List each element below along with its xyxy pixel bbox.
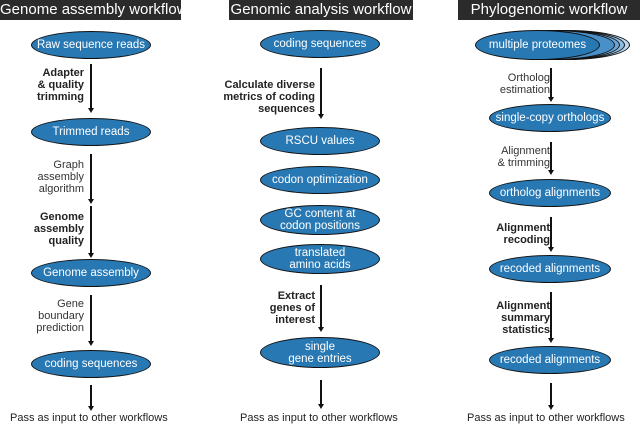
arrow — [548, 383, 553, 410]
footer-pass-input: Pass as input to other workflows — [10, 412, 168, 424]
footer-pass-input: Pass as input to other workflows — [240, 412, 398, 424]
node-trimmed-reads: Trimmed reads — [31, 118, 151, 146]
arrow — [88, 154, 93, 204]
node-coding-sequences: coding sequences — [31, 350, 151, 378]
footer-pass-input: Pass as input to other workflows — [467, 412, 625, 424]
node-multiple-proteomes: multiple proteomes — [475, 30, 600, 60]
arrow — [318, 68, 323, 119]
node-gc-content: GC content at codon positions — [260, 205, 380, 235]
arrow — [318, 285, 323, 332]
header-phylogenomic: Phylogenomic workflow — [458, 0, 640, 20]
header-genomic-analysis: Genomic analysis workflow — [229, 0, 413, 20]
arrow — [548, 217, 553, 252]
arrow — [548, 292, 553, 343]
arrow — [548, 68, 553, 102]
node-translated-aa: translated amino acids — [260, 244, 380, 274]
header-genome-assembly: Genome assembly workflow — [0, 0, 188, 20]
step-summary-statistics: Alignment summary statistics — [496, 300, 550, 336]
arrow — [88, 64, 93, 113]
step-gene-boundary: Gene boundary prediction — [36, 298, 84, 334]
node-coding-sequences: coding sequences — [260, 30, 380, 58]
step-calculate-metrics: Calculate diverse metrics of coding sequ… — [223, 79, 315, 115]
node-single-gene-entries: single gene entries — [260, 337, 380, 368]
node-genome-assembly: Genome assembly — [31, 259, 151, 287]
step-adapter-trimming: Adapter & quality trimming — [36, 67, 84, 103]
arrow — [88, 385, 93, 411]
step-assembly-quality: Genome assembly quality — [33, 211, 84, 247]
arrow — [318, 380, 323, 409]
node-recoded-alignments-final: recoded alignments — [489, 346, 611, 374]
step-alignment-trimming: Alignment & trimming — [497, 145, 550, 169]
step-ortholog-estimation: Ortholog estimation — [499, 72, 550, 96]
step-graph-assembly: Graph assembly algorithm — [37, 159, 84, 195]
node-codon-optimization: codon optimization — [260, 166, 380, 194]
node-single-copy-orthologs: single-copy orthologs — [489, 104, 611, 132]
arrow — [88, 295, 93, 346]
step-alignment-recoding: Alignment recoding — [496, 222, 550, 246]
arrow — [548, 142, 553, 175]
node-recoded-alignments: recoded alignments — [489, 255, 611, 283]
node-raw-reads: Raw sequence reads — [31, 31, 151, 59]
node-rscu-values: RSCU values — [260, 127, 380, 155]
node-ortholog-alignments: ortholog alignments — [489, 179, 611, 207]
arrow — [88, 206, 93, 258]
step-extract-genes: Extract genes of interest — [269, 290, 315, 326]
